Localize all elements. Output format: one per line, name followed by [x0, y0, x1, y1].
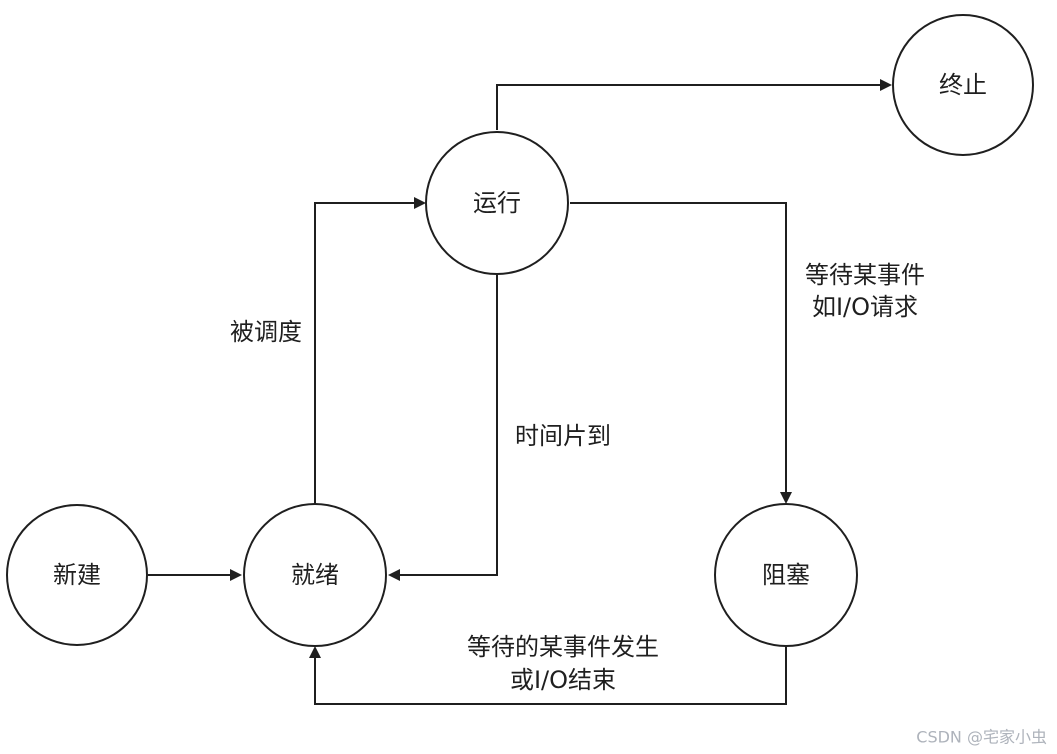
state-terminated: 终止	[892, 14, 1034, 156]
edge-label-scheduled: 被调度	[230, 318, 302, 346]
watermark-text: CSDN @宅家小虫	[916, 728, 1047, 747]
state-new: 新建	[6, 504, 148, 646]
edge-ready-to-running	[314, 197, 426, 504]
state-blocked: 阻塞	[714, 503, 858, 647]
state-ready-label: 就绪	[291, 561, 339, 589]
edge-label-event-occurred-line-2: 或I/O结束	[510, 666, 616, 694]
state-running: 运行	[425, 131, 569, 275]
state-running-label: 运行	[473, 189, 521, 217]
edge-label-wait-event-line-1: 等待某事件	[805, 261, 925, 289]
edge-label-time-slice-expired: 时间片到	[515, 422, 611, 450]
edge-running-to-ready	[388, 275, 498, 581]
edge-label-event-occurred-line-1: 等待的某事件发生	[467, 633, 659, 661]
edge-blocked-to-ready	[309, 646, 787, 705]
edge-running-to-blocked	[570, 202, 792, 504]
edge-running-to-terminated	[496, 79, 892, 130]
state-ready: 就绪	[243, 503, 387, 647]
state-terminated-label: 终止	[939, 71, 987, 99]
edge-label-wait-event-line-2: 如I/O请求	[812, 293, 918, 321]
state-new-label: 新建	[53, 561, 101, 589]
state-blocked-label: 阻塞	[762, 561, 810, 589]
